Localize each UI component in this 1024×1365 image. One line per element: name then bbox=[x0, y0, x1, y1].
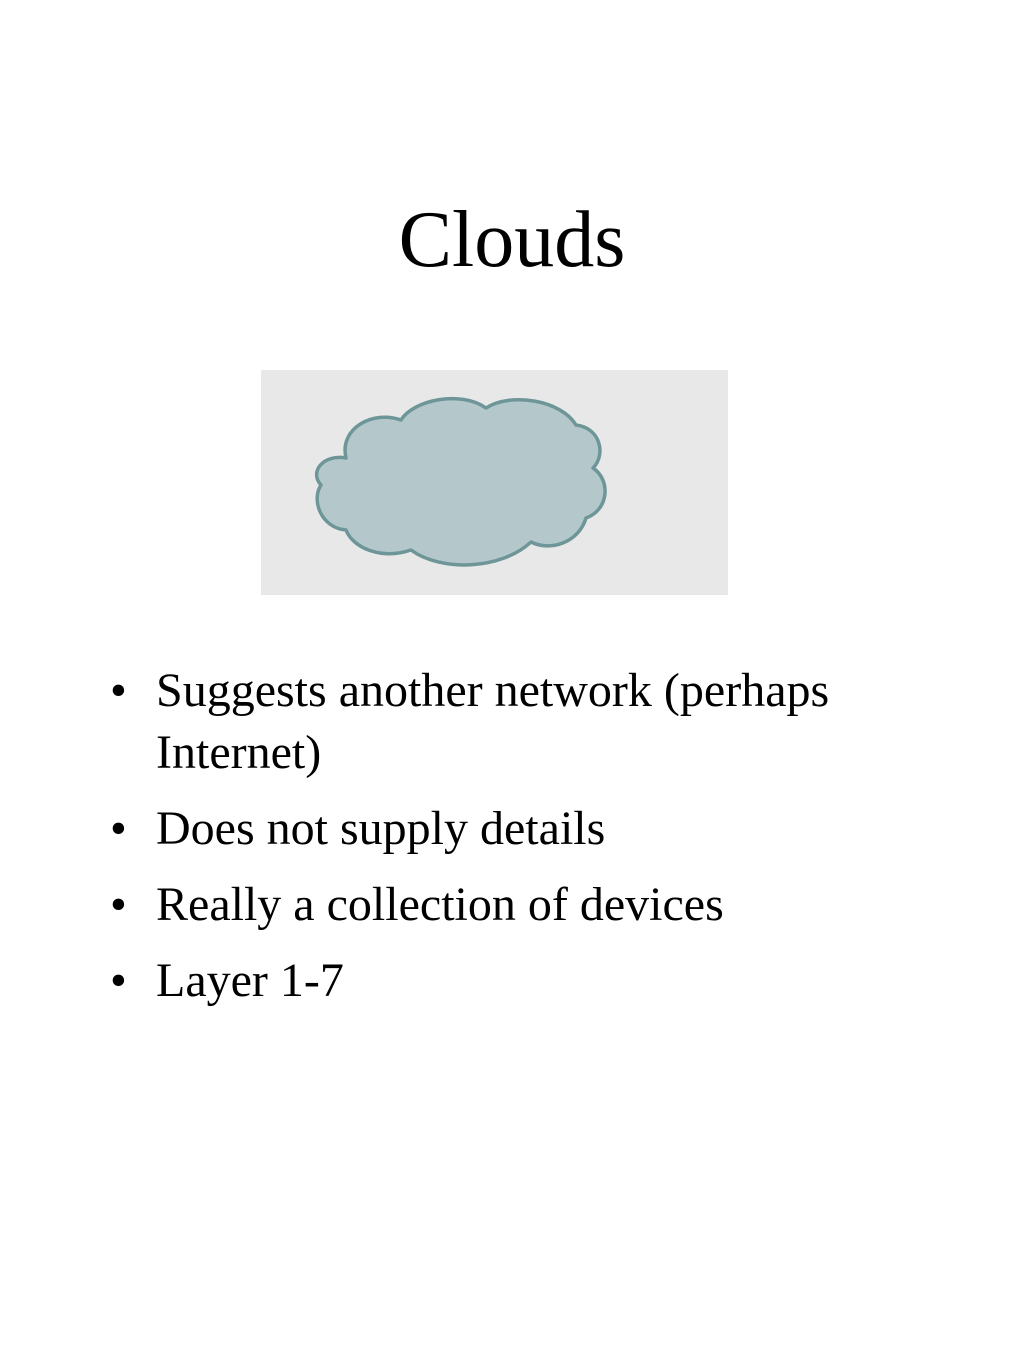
bullet-marker: • bbox=[110, 802, 127, 855]
cloud-icon bbox=[314, 396, 607, 567]
bullet-marker: • bbox=[110, 664, 127, 717]
list-item: • Really a collection of devices bbox=[100, 874, 960, 936]
bullet-text: Suggests another network (perhaps Intern… bbox=[156, 664, 830, 779]
cloud-figure bbox=[261, 370, 728, 595]
bullet-marker: • bbox=[110, 878, 127, 931]
list-item: • Layer 1-7 bbox=[100, 950, 960, 1012]
bullet-marker: • bbox=[110, 954, 127, 1007]
bullet-text: Does not supply details bbox=[156, 802, 606, 855]
bullet-text: Layer 1-7 bbox=[156, 954, 344, 1007]
bullet-text: Really a collection of devices bbox=[156, 878, 724, 931]
list-item: • Suggests another network (perhaps Inte… bbox=[100, 660, 960, 784]
list-item: • Does not supply details bbox=[100, 798, 960, 860]
bullet-list: • Suggests another network (perhaps Inte… bbox=[100, 660, 960, 1026]
slide-title: Clouds bbox=[398, 196, 626, 284]
